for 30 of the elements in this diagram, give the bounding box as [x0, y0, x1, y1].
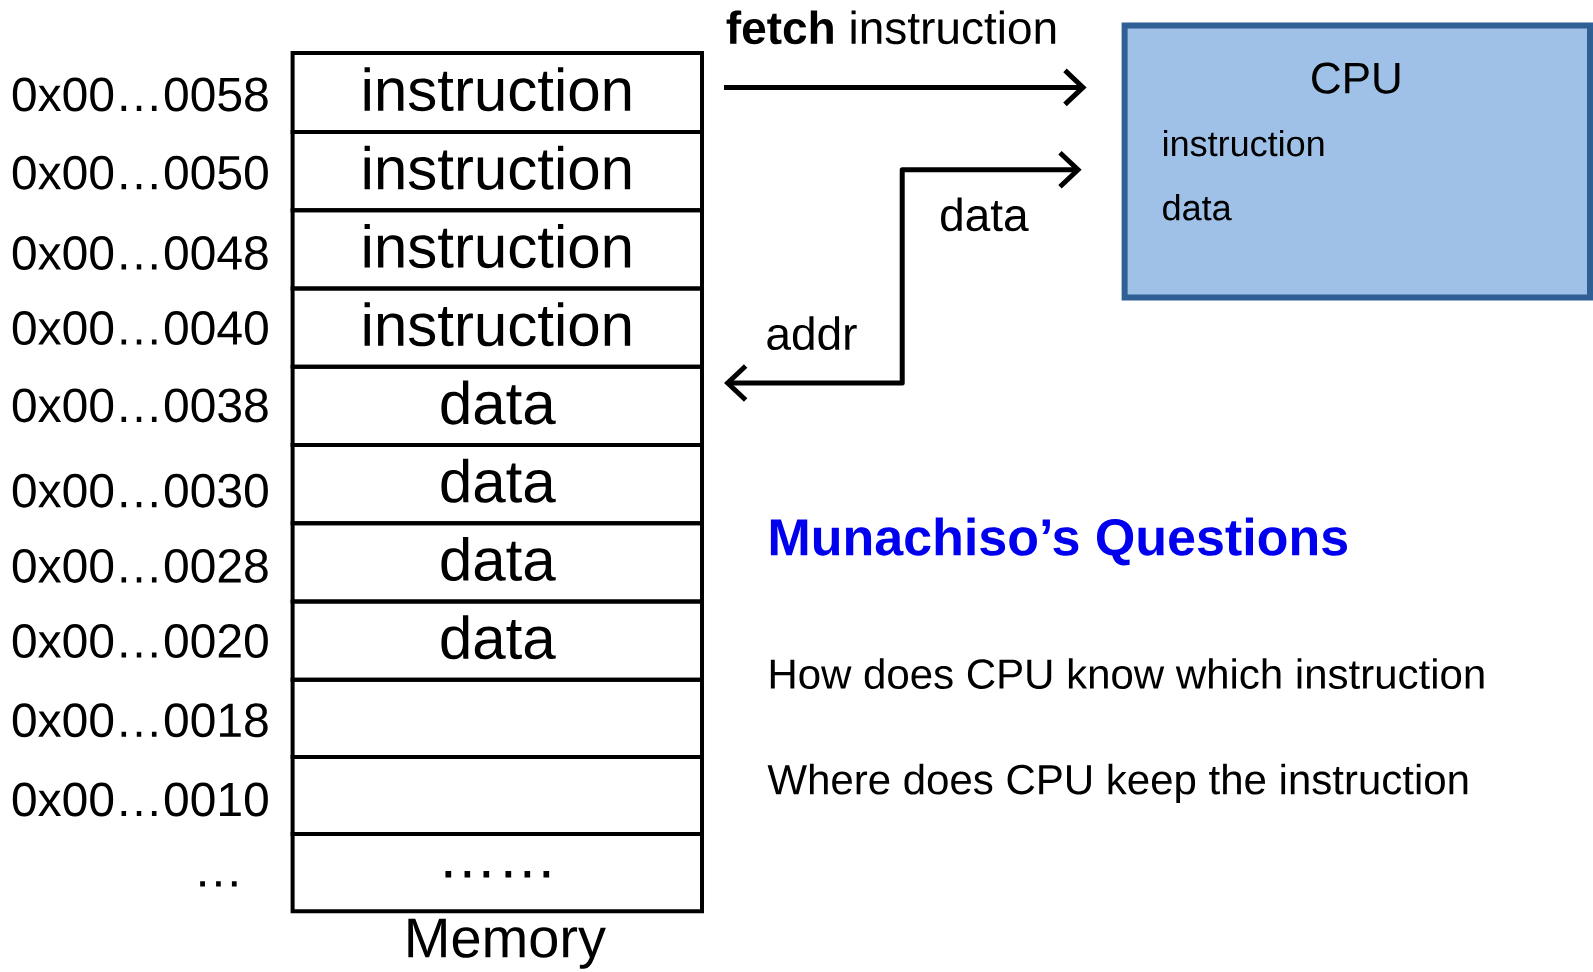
address-label: 0x00…0038: [12, 388, 268, 423]
memory-cell: ……: [290, 832, 704, 914]
memory-cell: instruction: [290, 50, 704, 135]
memory-cell: data: [290, 521, 704, 604]
edge-label: addr: [767, 316, 857, 351]
question-text: Where does CPU keep the instruction: [767, 763, 1468, 803]
address-label: 0x00…0040: [12, 311, 268, 346]
question-text: How does CPU know which instruction: [770, 658, 1484, 689]
address-label: 0x00…0018: [12, 703, 268, 738]
memory-cell: instruction: [290, 286, 704, 369]
arrow: [724, 68, 1087, 107]
ellipsis: …: [200, 881, 237, 887]
memory-cell: data: [290, 599, 704, 682]
address-label: 0x00…0030: [12, 473, 268, 508]
heading: Munachiso’s Questions: [770, 517, 1347, 566]
arrow: [724, 150, 1082, 402]
cpu-box: CPU instruction data: [1121, 22, 1593, 301]
bus-label: data: [941, 197, 1029, 232]
address-label: 0x00…0058: [12, 77, 268, 112]
address-label: 0x00…0010: [12, 782, 268, 817]
edge-label: fetch instruction: [726, 10, 1056, 45]
address-label: 0x00…0020: [12, 624, 268, 659]
memory-cell: data: [290, 443, 704, 526]
address-label: 0x00…0028: [12, 548, 268, 583]
memory-label: Memory: [408, 918, 606, 969]
memory-cell: instruction: [290, 208, 704, 291]
memory-cell: instruction: [290, 130, 704, 213]
address-label: 0x00…0048: [12, 236, 268, 270]
address-label: 0x00…0050: [12, 155, 268, 190]
memory-cell: data: [290, 364, 704, 447]
